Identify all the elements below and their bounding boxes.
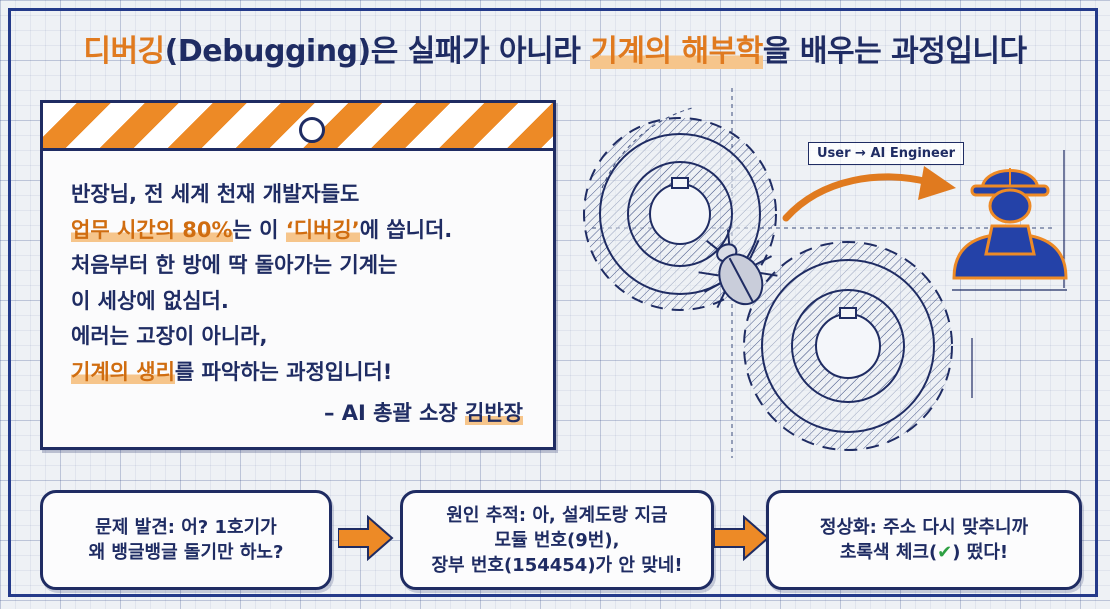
quote-text-b: 에 씁니더. — [359, 217, 453, 242]
hazard-stripe — [43, 103, 553, 151]
signature-title: – AI 총괄 소장 — [323, 401, 466, 425]
arrow-head-icon — [918, 166, 956, 200]
signature-name: 김반장 — [465, 401, 523, 425]
blueprint-frame — [8, 8, 1098, 597]
title-highlight: 기계의 해부학 — [590, 34, 763, 69]
step-card-trace: 원인 추적: 아, 설계도랑 지금 모듈 번호(9번), 장부 번호(15445… — [400, 490, 714, 590]
quote-text-c: 를 파악하는 과정입니더! — [174, 359, 393, 384]
quote-highlight-physiology: 기계의 생리 — [71, 359, 175, 384]
quote-line-2: 업무 시간의 80%는 이 ‘디버깅’에 씁니더. — [71, 213, 541, 249]
step-text-normalize: 정상화: 주소 다시 맞추니까 초록색 체크(✔) 떴다! — [820, 515, 1028, 565]
quote-text-a: 는 이 — [232, 217, 286, 242]
quote-panel: 반장님, 전 세계 천재 개발자들도 업무 시간의 80%는 이 ‘디버깅’에 … — [40, 100, 556, 450]
step-card-normalize: 정상화: 주소 다시 맞추니까 초록색 체크(✔) 떴다! — [766, 490, 1082, 590]
step-line: 초록색 체크(✔) 떴다! — [820, 540, 1028, 565]
quote-highlight-debugging: ‘디버깅’ — [285, 217, 360, 242]
step-text-discovery: 문제 발견: 어? 1호기가 왜 뱅글뱅글 돌기만 하노? — [89, 515, 284, 565]
step-text-part: ) 떴다! — [952, 542, 1009, 563]
title-text: (Debugging)은 실패가 아니라 — [164, 34, 591, 69]
step-card-discovery: 문제 발견: 어? 1호기가 왜 뱅글뱅글 돌기만 하노? — [40, 490, 332, 590]
arrow-right-icon — [338, 515, 394, 561]
step-line: 정상화: 주소 다시 맞추니까 — [819, 517, 1029, 538]
quote-text: 반장님, 전 세계 천재 개발자들도 업무 시간의 80%는 이 ‘디버깅’에 … — [71, 177, 541, 390]
page-title: 디버깅(Debugging)은 실패가 아니라 기계의 해부학을 배우는 과정입… — [0, 26, 1110, 70]
curved-arrow-icon — [782, 173, 932, 222]
gear-icon — [743, 241, 953, 451]
beetle-icon — [698, 229, 778, 309]
step-text-trace: 원인 추적: 아, 설계도랑 지금 모듈 번호(9번), 장부 번호(15445… — [431, 503, 682, 578]
quote-line-1: 반장님, 전 세계 천재 개발자들도 — [71, 182, 360, 206]
step-text-part: 초록색 체크( — [839, 542, 938, 563]
step-line: 장부 번호(154454)가 안 맞네! — [431, 554, 683, 576]
step-line: 모듈 번호(9번), — [494, 529, 620, 551]
step-line: 원인 추적: 아, 설계도랑 지금 — [446, 504, 668, 526]
step-line: 왜 뱅글뱅글 돌기만 하노? — [88, 542, 284, 563]
hardhat-worker-icon — [952, 168, 1068, 280]
quote-line-6: 기계의 생리를 파악하는 과정입니더! — [71, 355, 541, 391]
quote-line-4: 이 세상에 없심더. — [71, 288, 229, 313]
title-text-end: 을 배우는 과정입니다 — [762, 34, 1027, 69]
quote-highlight-time: 업무 시간의 80% — [71, 217, 233, 242]
title-keyword: 디버깅 — [83, 34, 165, 69]
pin-hole-icon — [299, 117, 325, 143]
quote-line-3: 처음부터 한 방에 딱 돌아가는 기계는 — [71, 253, 398, 277]
check-icon: ✔ — [937, 542, 953, 563]
quote-signature: – AI 총괄 소장 김반장 — [324, 397, 523, 427]
gear-diagram — [583, 88, 1068, 458]
quote-line-5: 에러는 고장이 아니라, — [71, 324, 268, 348]
arrow-right-icon — [714, 515, 770, 561]
role-label: User → AI Engineer — [808, 142, 965, 165]
step-line: 문제 발견: 어? 1호기가 — [95, 517, 277, 538]
